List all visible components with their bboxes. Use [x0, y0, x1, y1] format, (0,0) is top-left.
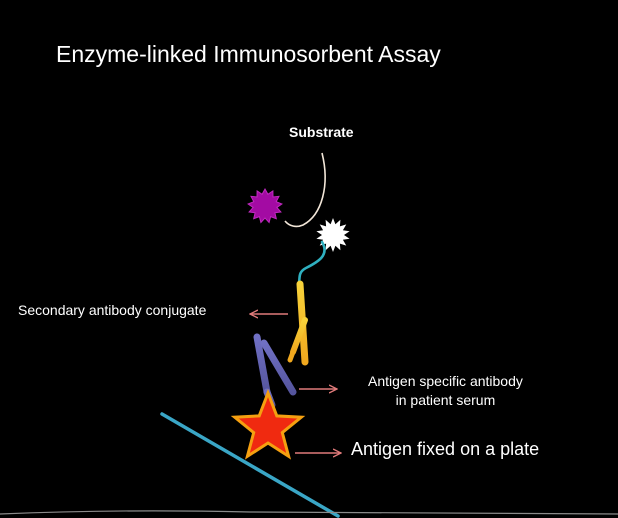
substrate-curve — [284, 152, 326, 228]
page-title: Enzyme-linked Immunosorbent Assay — [56, 41, 441, 67]
primary-antibody-label-line1: Antigen specific antibody — [368, 373, 523, 389]
primary-antibody-icon — [253, 333, 297, 409]
bottom-edge-line — [0, 510, 618, 515]
antigen-label: Antigen fixed on a plate — [351, 439, 540, 459]
enzyme-linker — [297, 240, 326, 285]
enzyme-molecule-icon — [316, 218, 350, 252]
primary-antibody-label-line2: in patient serum — [395, 392, 496, 408]
primary-antibody-label: Antigen specific antibody in patient ser… — [368, 372, 523, 410]
antigen-star-icon — [230, 388, 306, 460]
plate-surface — [160, 412, 340, 518]
substrate-label: Substrate — [289, 124, 354, 140]
secondary-antibody-label: Secondary antibody conjugate — [18, 302, 207, 318]
substrate-molecule-icon — [247, 187, 283, 224]
secondary-antibody-icon — [287, 280, 309, 366]
